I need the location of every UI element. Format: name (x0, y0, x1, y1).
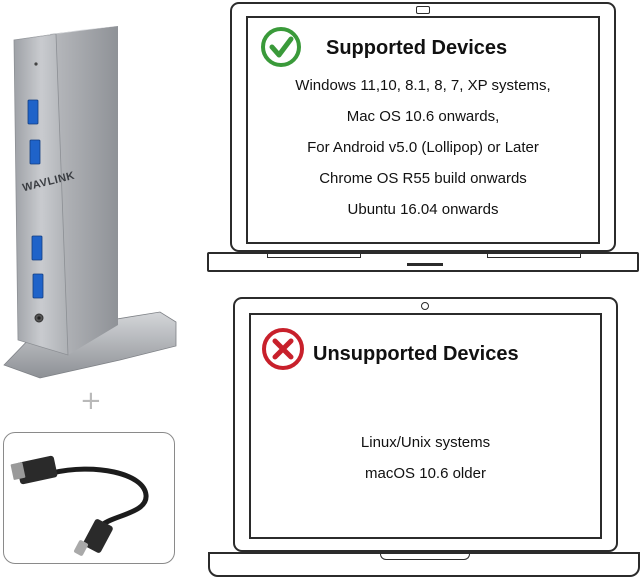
unsupported-laptop-screen: Unsupported Devices Linux/Unix systems m… (233, 297, 618, 552)
supported-title: Supported Devices (326, 37, 508, 59)
docking-station-image: WAVLINK (0, 0, 190, 390)
supported-laptop-base (207, 252, 639, 272)
supported-laptop-screen: Supported Devices Windows 11,10, 8.1, 8,… (230, 2, 616, 252)
supported-item: For Android v5.0 (Lollipop) or Later (307, 139, 539, 156)
supported-item: Ubuntu 16.04 onwards (347, 201, 499, 218)
unsupported-laptop-base (208, 552, 640, 577)
webcam-icon (416, 6, 430, 14)
supported-panel: Supported Devices Windows 11,10, 8.1, 8,… (246, 16, 600, 244)
usb-c-adapter-cable-image (3, 432, 175, 564)
unsupported-item: macOS 10.6 older (365, 465, 486, 482)
unsupported-title: Unsupported Devices (313, 343, 519, 365)
supported-item: Windows 11,10, 8.1, 8, 7, XP systems, (295, 77, 551, 94)
webcam-icon (421, 302, 429, 310)
plus-sign: + (80, 386, 102, 416)
x-circle-icon (261, 327, 305, 371)
supported-item: Chrome OS R55 build onwards (319, 170, 527, 187)
unsupported-item: Linux/Unix systems (360, 434, 491, 451)
unsupported-panel: Unsupported Devices Linux/Unix systems m… (249, 313, 602, 539)
check-circle-icon (260, 26, 302, 68)
supported-item: Mac OS 10.6 onwards, (346, 108, 500, 125)
